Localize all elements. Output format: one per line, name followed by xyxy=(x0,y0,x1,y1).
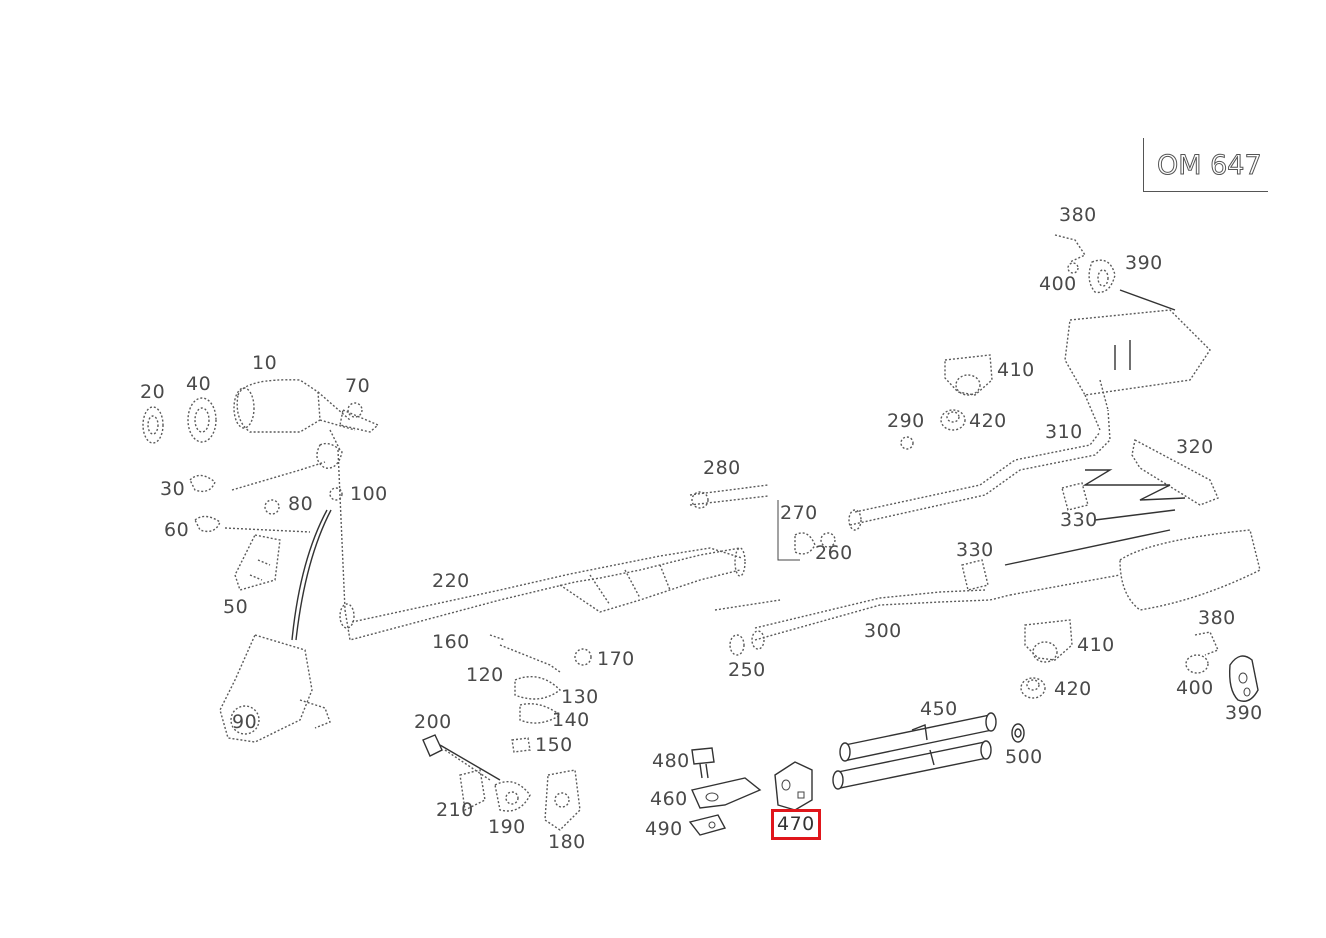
part-label-270[interactable]: 270 xyxy=(780,502,818,524)
model-code: OM 647 xyxy=(1157,150,1263,182)
part-label-250[interactable]: 250 xyxy=(728,659,766,681)
part-label-120[interactable]: 120 xyxy=(466,664,504,686)
part-label-470-highlighted[interactable]: 470 xyxy=(771,809,821,840)
part-label-380-upper[interactable]: 380 xyxy=(1059,204,1097,226)
clamp-parts xyxy=(189,442,343,533)
part-label-200[interactable]: 200 xyxy=(414,711,452,733)
bracket-50-part xyxy=(234,534,281,591)
part-label-390-upper[interactable]: 390 xyxy=(1125,252,1163,274)
part-label-320[interactable]: 320 xyxy=(1176,436,1214,458)
part-label-10[interactable]: 10 xyxy=(252,352,278,374)
part-label-190[interactable]: 190 xyxy=(488,816,526,838)
part-label-380-lower[interactable]: 380 xyxy=(1198,607,1236,629)
dipstick-tube-part xyxy=(291,509,332,641)
part-label-100[interactable]: 100 xyxy=(350,483,388,505)
bracket-460-part xyxy=(691,777,762,809)
part-label-30[interactable]: 30 xyxy=(160,478,186,500)
part-label-280[interactable]: 280 xyxy=(703,457,741,479)
model-code-box: OM 647 xyxy=(1143,138,1268,192)
washer-500-part xyxy=(1011,723,1025,743)
part-label-330-upper[interactable]: 330 xyxy=(1060,509,1098,531)
catalytic-converter-part xyxy=(233,379,356,451)
hanger-380-390-400-lower-part xyxy=(1185,631,1259,702)
part-label-150[interactable]: 150 xyxy=(535,734,573,756)
flange-250-part xyxy=(714,599,781,656)
rear-muffler-lower-part xyxy=(1004,529,1261,611)
rear-muffler-upper-part xyxy=(1064,289,1211,431)
part-label-410-lower[interactable]: 410 xyxy=(1077,634,1115,656)
part-label-40[interactable]: 40 xyxy=(186,373,212,395)
part-label-400-lower[interactable]: 400 xyxy=(1176,677,1214,699)
bolt-480-part xyxy=(691,747,715,779)
part-label-210[interactable]: 210 xyxy=(436,799,474,821)
gasket-20-part xyxy=(142,406,164,444)
part-label-450[interactable]: 450 xyxy=(920,698,958,720)
front-pipe-220-part xyxy=(337,449,746,641)
part-label-60[interactable]: 60 xyxy=(164,519,190,541)
part-label-420-upper[interactable]: 420 xyxy=(969,410,1007,432)
bolt-280-part xyxy=(689,484,769,509)
part-label-460[interactable]: 460 xyxy=(650,788,688,810)
part-label-500[interactable]: 500 xyxy=(1005,746,1043,768)
part-label-70[interactable]: 70 xyxy=(345,375,371,397)
clamp-260-270-part xyxy=(777,500,836,561)
part-label-480[interactable]: 480 xyxy=(652,750,690,772)
part-label-140[interactable]: 140 xyxy=(552,709,590,731)
part-label-290[interactable]: 290 xyxy=(887,410,925,432)
part-label-400-upper[interactable]: 400 xyxy=(1039,273,1077,295)
part-label-300[interactable]: 300 xyxy=(864,620,902,642)
hanger-380-390-400-upper-part xyxy=(1054,234,1116,294)
hanger-190-210-180-part xyxy=(459,769,581,831)
part-label-420-lower[interactable]: 420 xyxy=(1054,678,1092,700)
small-hardware-120-170-part xyxy=(489,634,592,753)
part-label-330-lower[interactable]: 330 xyxy=(956,539,994,561)
part-label-390-lower[interactable]: 390 xyxy=(1225,702,1263,724)
bolt-200-part xyxy=(422,734,501,781)
part-label-130[interactable]: 130 xyxy=(561,686,599,708)
part-label-80[interactable]: 80 xyxy=(288,493,314,515)
part-label-410-upper[interactable]: 410 xyxy=(997,359,1035,381)
part-label-20[interactable]: 20 xyxy=(140,381,166,403)
part-label-490[interactable]: 490 xyxy=(645,818,683,840)
part-label-260[interactable]: 260 xyxy=(815,542,853,564)
mount-410-420-part xyxy=(900,354,1073,699)
part-label-180[interactable]: 180 xyxy=(548,831,586,853)
rubber-mount-330-part xyxy=(961,482,1089,591)
transmission-mount-90-part xyxy=(219,634,331,743)
bracket-320-part xyxy=(1082,438,1219,521)
tail-pipes-450-part xyxy=(832,712,997,790)
bracket-70-part xyxy=(339,402,380,433)
part-label-90[interactable]: 90 xyxy=(232,711,258,733)
intermediate-pipe-300-310-part xyxy=(754,409,1111,641)
part-label-170[interactable]: 170 xyxy=(597,648,635,670)
part-label-160[interactable]: 160 xyxy=(432,631,470,653)
rubber-hanger-470-part xyxy=(774,761,813,811)
gasket-40-part xyxy=(187,397,217,443)
part-label-310[interactable]: 310 xyxy=(1045,421,1083,443)
part-label-50[interactable]: 50 xyxy=(223,596,249,618)
clip-490-part xyxy=(688,814,727,836)
part-label-220[interactable]: 220 xyxy=(432,570,470,592)
